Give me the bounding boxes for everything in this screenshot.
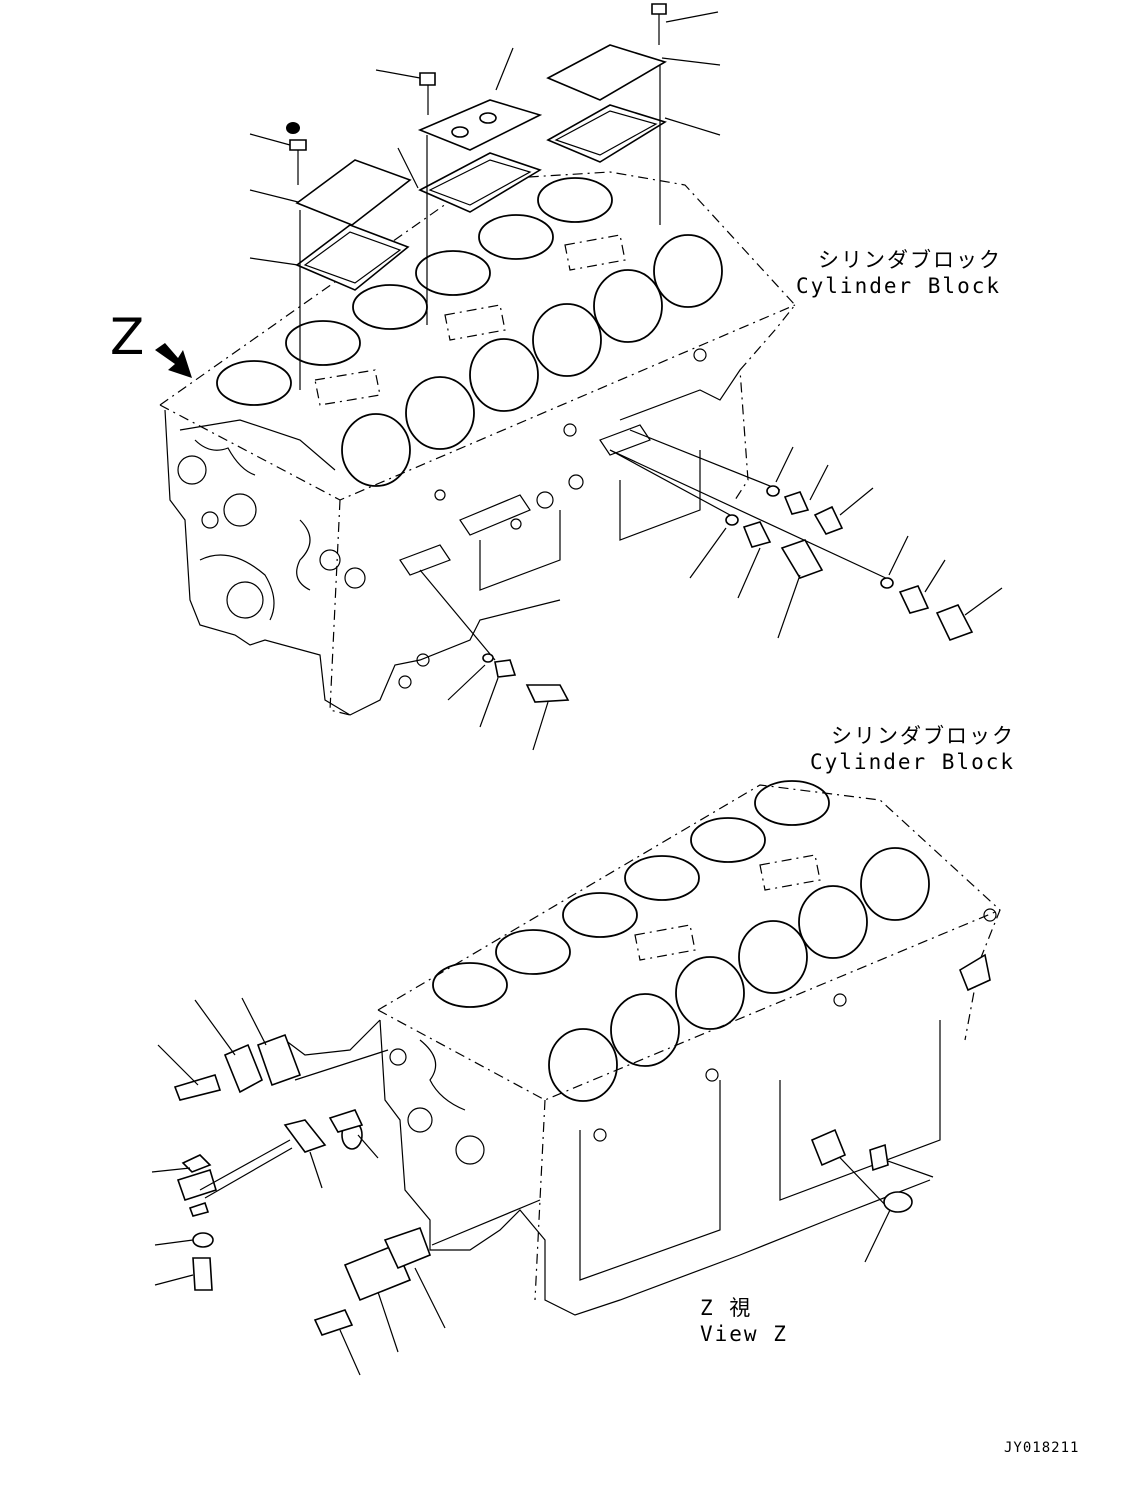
top-cylinder-block <box>159 171 891 716</box>
drawing-code: JY018211 <box>1004 1440 1080 1456</box>
block-label-jp-top: シリンダブロック <box>818 248 1002 272</box>
view-letter-z: Z <box>110 308 145 366</box>
top-cylinder-bores <box>216 177 723 487</box>
arrow-icon <box>155 343 192 378</box>
top-drain-fitting <box>447 653 570 751</box>
block-label-en-bottom: Cylinder Block <box>810 750 1016 774</box>
bottom-right-fittings <box>810 1128 913 1213</box>
bottom-cylinder-block <box>284 780 1001 1316</box>
view-caption-jp: Z 視 <box>700 1296 753 1320</box>
block-label-en-top: Cylinder Block <box>796 274 1002 298</box>
view-caption-en: View Z <box>700 1322 788 1346</box>
top-leaders <box>249 11 721 266</box>
bottom-cylinder-bores <box>432 780 930 1102</box>
bottom-leaders <box>151 997 934 1376</box>
block-label-jp-bottom: シリンダブロック <box>831 724 1015 748</box>
bottom-left-parts <box>173 1033 541 1336</box>
top-sensors <box>689 446 1003 641</box>
top-covers <box>286 3 667 390</box>
